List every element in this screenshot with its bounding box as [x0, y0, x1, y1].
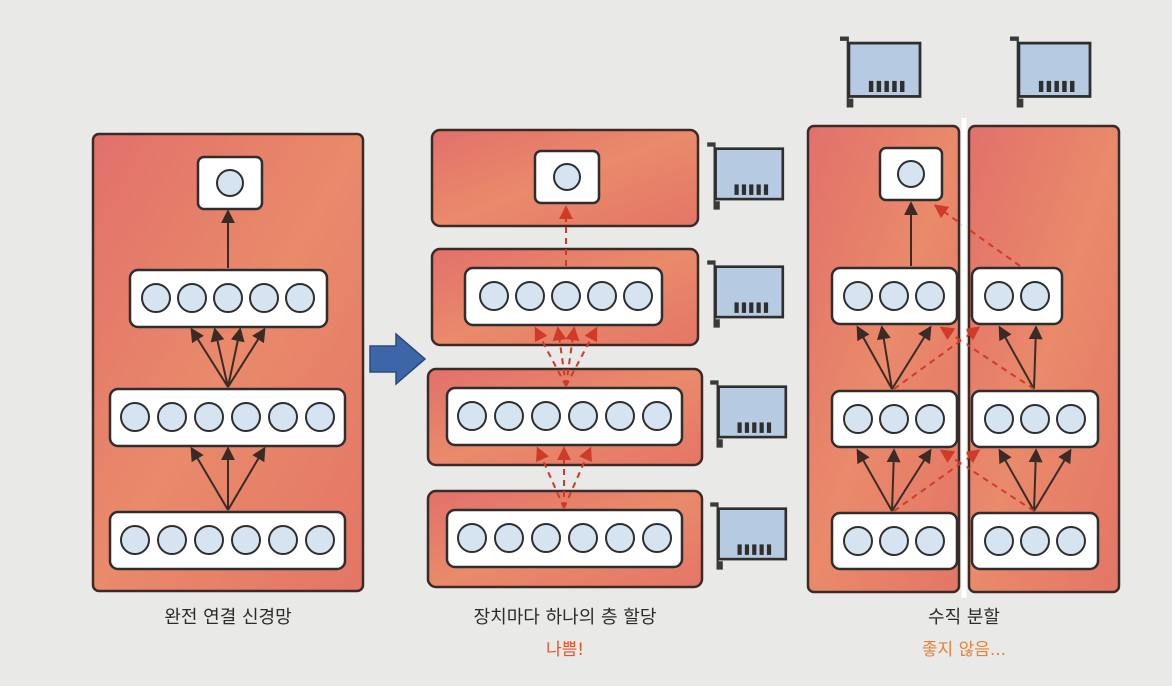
neuron	[897, 160, 925, 188]
neuron	[623, 281, 653, 311]
neuron	[515, 281, 545, 311]
neuron	[915, 404, 945, 434]
neuron	[457, 523, 487, 553]
neuron	[551, 281, 581, 311]
neuron	[305, 525, 335, 555]
neuron	[120, 525, 150, 555]
neuron	[568, 401, 598, 431]
neuron	[494, 523, 524, 553]
neuron	[1056, 404, 1086, 434]
layer-per-device-network	[426, 128, 788, 589]
neuron	[984, 281, 1014, 311]
device-panel-right	[967, 124, 1121, 594]
neuron	[843, 526, 873, 556]
neuron	[605, 523, 635, 553]
caption-layer-per-device: 장치마다 하나의 층 할당	[473, 607, 657, 628]
neuron	[231, 525, 261, 555]
neuron	[494, 401, 524, 431]
neuron	[531, 401, 561, 431]
neuron	[120, 402, 150, 432]
neuron	[843, 404, 873, 434]
neuron	[587, 281, 617, 311]
neuron	[194, 402, 224, 432]
neuron	[879, 526, 909, 556]
neuron	[141, 283, 171, 313]
neuron	[1020, 404, 1050, 434]
neuron	[915, 281, 945, 311]
same-device-arrows	[856, 201, 1072, 512]
neuron	[568, 523, 598, 553]
neuron	[553, 163, 581, 191]
network-panel	[91, 132, 365, 593]
gpu-card-icon	[705, 259, 785, 329]
caption-fully-connected: 완전 연결 신경망	[164, 607, 292, 628]
neuron	[457, 401, 487, 431]
fully-connected-network	[91, 132, 365, 593]
neuron	[605, 401, 635, 431]
neuron	[843, 281, 873, 311]
caption-vertical-split-verdict: 좋지 않음...	[921, 640, 1007, 660]
neuron	[879, 281, 909, 311]
neuron	[249, 283, 279, 313]
neuron	[1056, 526, 1086, 556]
neuron	[216, 169, 244, 197]
caption-vertical-split: 수직 분할	[928, 607, 1000, 628]
right-arrow-icon	[369, 332, 427, 386]
gpu-card-icon	[708, 501, 788, 571]
neuron	[305, 402, 335, 432]
neuron	[642, 401, 672, 431]
neuron	[157, 402, 187, 432]
gpu-card-icon	[1008, 35, 1092, 109]
neuron	[157, 525, 187, 555]
connection-arrows	[190, 209, 266, 511]
gpu-card-icon	[708, 379, 788, 449]
neuron	[915, 526, 945, 556]
neuron	[879, 404, 909, 434]
neuron	[1020, 281, 1050, 311]
neuron	[531, 523, 561, 553]
neuron	[231, 402, 261, 432]
neuron	[194, 525, 224, 555]
neuron	[479, 281, 509, 311]
neuron	[213, 283, 243, 313]
neuron	[177, 283, 207, 313]
gpu-card-icon	[838, 35, 922, 109]
neuron	[642, 523, 672, 553]
neuron	[268, 525, 298, 555]
neuron	[984, 526, 1014, 556]
neuron	[268, 402, 298, 432]
caption-layer-per-device-verdict: 나쁨!	[545, 640, 585, 660]
neuron	[285, 283, 315, 313]
gpu-card-icon	[705, 141, 785, 211]
cross-device-arrows	[534, 205, 598, 509]
vertical-split-network	[806, 35, 1121, 598]
cross-device-arrows	[893, 204, 1035, 512]
device-panel-left	[806, 124, 961, 594]
neuron	[984, 404, 1014, 434]
neuron	[1020, 526, 1050, 556]
